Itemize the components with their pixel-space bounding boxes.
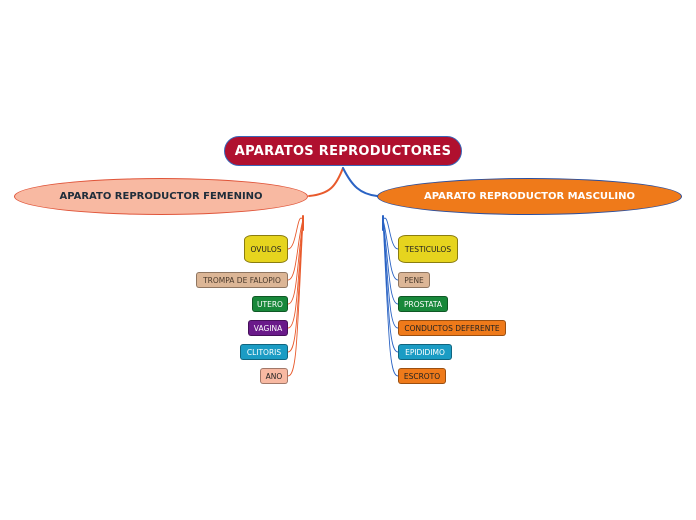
leaf-label: UTERO [257,299,283,309]
connector-line [342,167,378,197]
connector-line [287,219,304,281]
branch-male-label: APARATO REPRODUCTOR MASCULINO [424,191,635,202]
female-leaf-clitoris[interactable]: CLITORIS [240,344,288,360]
female-leaf-ovulos[interactable]: OVULOS [244,235,288,263]
leaf-label: OVULOS [250,244,282,254]
leaf-label: EPIDIDIMO [405,347,445,357]
female-leaf-trompa-de-falopio[interactable]: TROMPA DE FALOPIO [196,272,288,288]
connector-line [382,217,399,250]
connector-line [382,219,399,281]
leaf-label: TROMPA DE FALOPIO [203,275,281,285]
male-leaf-escroto[interactable]: ESCROTO [398,368,446,384]
connector-line [287,219,304,305]
leaf-label: TESTICULOS [404,244,452,254]
female-leaf-ano[interactable]: ANO [260,368,288,384]
female-leaf-vagina[interactable]: VAGINA [248,320,288,336]
root-label: APARATOS REPRODUCTORES [234,143,452,159]
connector-line [287,219,304,377]
branch-female[interactable]: APARATO REPRODUCTOR FEMENINO [14,178,308,215]
connector-line [308,167,344,197]
male-leaf-conductos-deferente[interactable]: CONDUCTOS DEFERENTE [398,320,506,336]
leaf-label: PROSTATA [403,299,443,309]
connector-line [382,219,399,305]
female-leaf-utero[interactable]: UTERO [252,296,288,312]
root-node[interactable]: APARATOS REPRODUCTORES [224,136,462,166]
male-leaf-epididimo[interactable]: EPIDIDIMO [398,344,452,360]
leaf-label: ESCROTO [403,371,441,381]
branch-male[interactable]: APARATO REPRODUCTOR MASCULINO [377,178,682,215]
connector-line [382,219,399,377]
male-leaf-prostata[interactable]: PROSTATA [398,296,448,312]
leaf-label: VAGINA [253,323,283,333]
male-leaf-testiculos[interactable]: TESTICULOS [398,235,458,263]
male-leaf-pene[interactable]: PENE [398,272,430,288]
leaf-label: ANO [265,371,283,381]
connector-line [287,217,304,250]
leaf-label: CONDUCTOS DEFERENTE [404,323,500,333]
leaf-label: CLITORIS [246,347,282,357]
leaf-label: PENE [404,275,424,285]
branch-female-label: APARATO REPRODUCTOR FEMENINO [59,191,263,202]
